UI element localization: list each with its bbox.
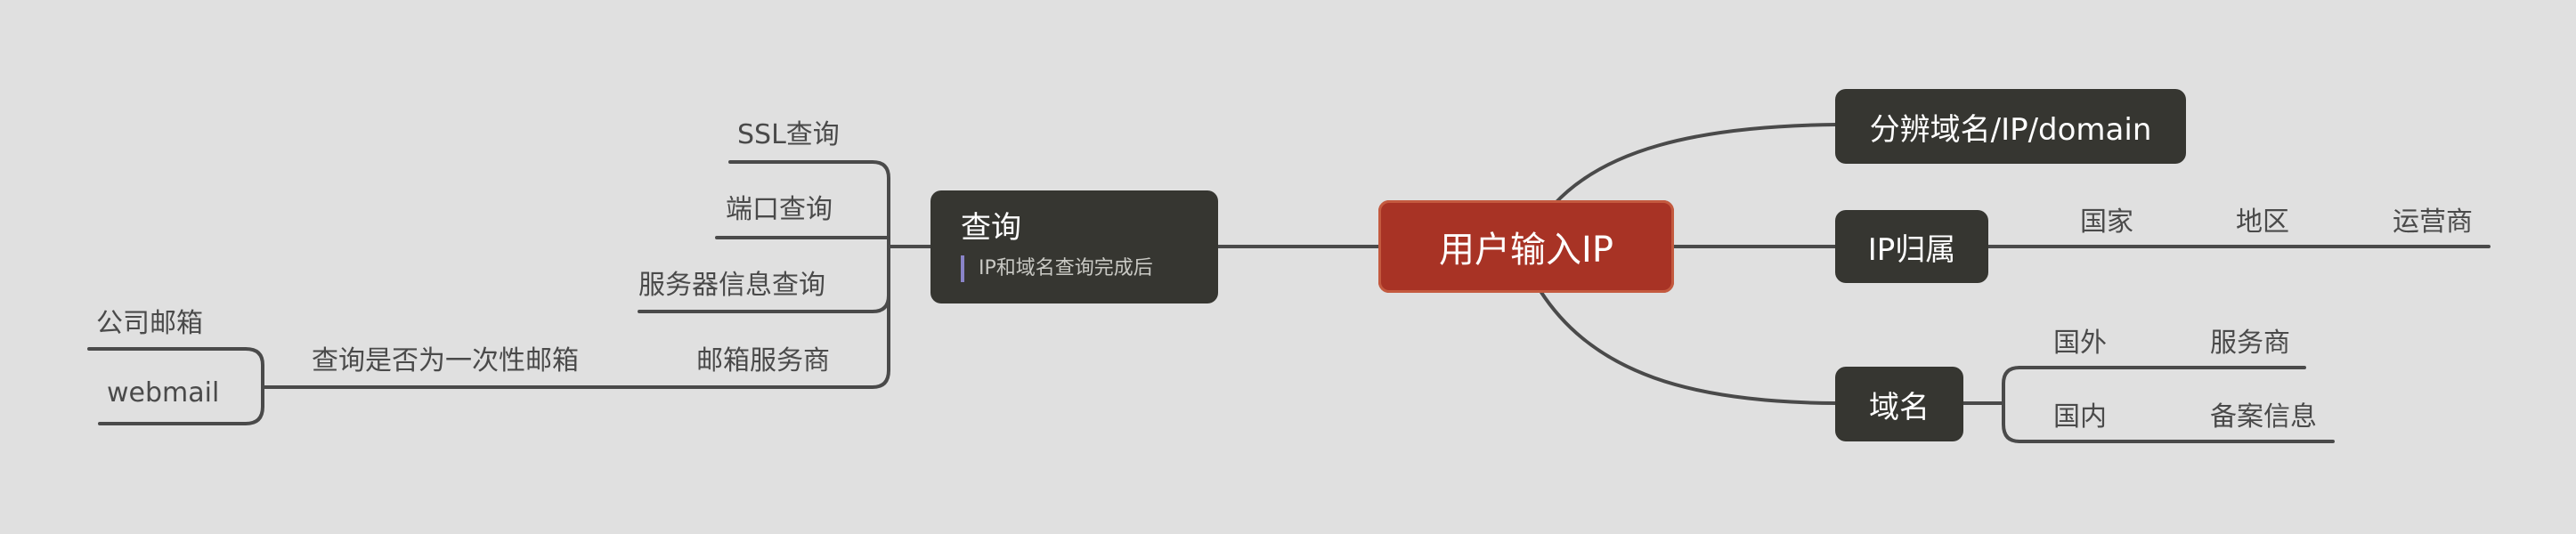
topic-distinguish[interactable]: 分辨域名/IP/domain — [1835, 89, 2186, 164]
topic-query-note: IP和域名查询完成后 — [961, 255, 1153, 282]
query-ssl[interactable]: SSL查询 — [737, 119, 840, 150]
domain-foreign[interactable]: 国外 — [2053, 328, 2107, 359]
query-port[interactable]: 端口查询 — [726, 194, 833, 225]
root-label: 用户输入IP — [1439, 230, 1613, 271]
query-mail-provider[interactable]: 邮箱服务商 — [696, 345, 830, 376]
topic-domain[interactable]: 域名 — [1835, 367, 1963, 441]
topic-distinguish-label: 分辨域名/IP/domain — [1869, 111, 2152, 148]
query-server-info[interactable]: 服务器信息查询 — [638, 270, 825, 301]
mail-webmail[interactable]: webmail — [107, 377, 220, 409]
topic-ip-owner-label: IP归属 — [1867, 231, 1956, 268]
topic-query-label: 查询 — [961, 210, 1021, 246]
query-bracket — [622, 160, 890, 389]
domain-foreign-provider[interactable]: 服务商 — [2210, 328, 2290, 359]
ip-owner-country[interactable]: 国家 — [2080, 206, 2133, 238]
mail-disposable-check[interactable]: 查询是否为一次性邮箱 — [312, 345, 579, 376]
root-node[interactable]: 用户输入IP — [1378, 200, 1674, 293]
ip-owner-region[interactable]: 地区 — [2236, 206, 2289, 238]
topic-domain-label: 域名 — [1869, 389, 1930, 425]
connector-root-distinguish — [1552, 123, 1837, 206]
domain-bracket — [2002, 366, 2021, 443]
connector-root-domain — [1539, 289, 1837, 405]
topic-query[interactable]: 查询 IP和域名查询完成后 — [930, 190, 1218, 303]
topic-ip-owner[interactable]: IP归属 — [1835, 210, 1988, 283]
mail-bracket — [87, 347, 264, 425]
domain-domestic[interactable]: 国内 — [2053, 401, 2107, 433]
query-child-server-underline — [638, 294, 890, 313]
mail-company[interactable]: 公司邮箱 — [96, 308, 203, 339]
domain-domestic-icp[interactable]: 备案信息 — [2210, 401, 2317, 433]
ip-owner-isp[interactable]: 运营商 — [2393, 206, 2473, 238]
